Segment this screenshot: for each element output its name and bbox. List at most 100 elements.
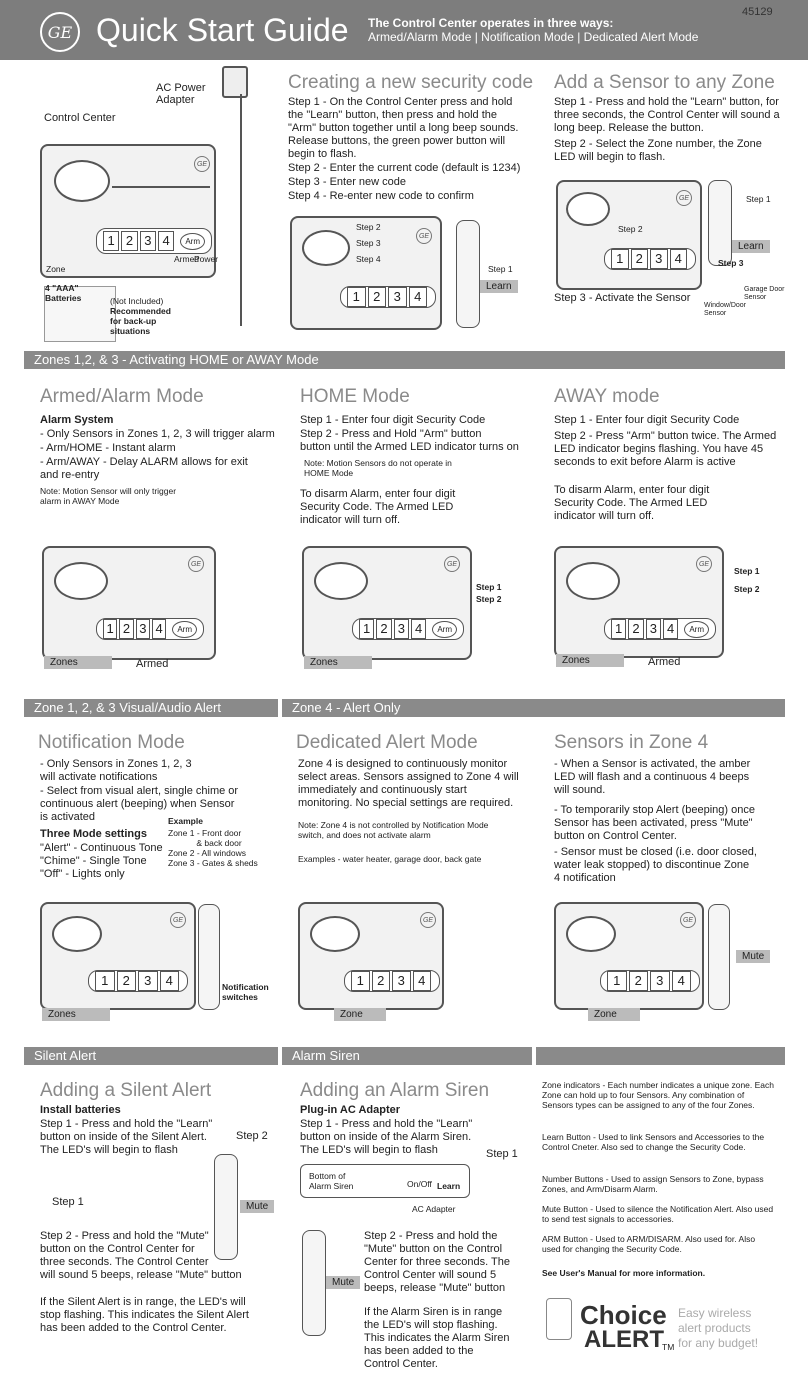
key-1: 1 [607,971,627,991]
zone4-item-3: - Sensor must be closed (i.e. door close… [554,846,757,884]
home-step2: Step 2 - Press and Hold "Arm" button but… [300,428,519,453]
key-1: 1 [347,287,366,307]
key-4: 4 [151,619,167,639]
speaker-icon [54,562,108,600]
keypad: 1 2 3 4 [604,248,696,270]
key-4: 4 [159,971,179,991]
speaker-icon [566,192,610,226]
zones-tag: Zones [44,656,112,669]
speaker-icon [302,230,350,266]
step2-label: Step 2 [236,1130,268,1142]
example-zone3: Zone 3 - Gates & sheds [168,858,258,868]
key-2: 2 [630,249,648,269]
key-3: 3 [139,231,156,251]
dedicated-mode-title: Dedicated Alert Mode [296,732,478,753]
ge-icon: GE [680,912,696,928]
mute-tag: Mute [326,1276,361,1289]
code-device-diagram: GE 1 2 3 4 Step 2 Step 3 Step 4 [290,216,442,330]
mode-chime: "Chime" - Single Tone [40,855,147,867]
product-number: 45129 [742,6,773,18]
key-1: 1 [359,619,375,639]
away-device: GE 1 2 3 4 Arm [554,546,724,658]
keypad: 1 2 3 4 [600,970,700,992]
add-sensor-step1: Step 1 - Press and hold the "Learn" butt… [554,96,780,134]
key-2: 2 [628,619,644,639]
brand-tagline: Easy wireless alert products for any bud… [678,1306,759,1350]
ge-icon: GE [420,912,436,928]
ac-adapter-label: AC Power Adapter [156,82,206,106]
arm-key: Arm [180,232,205,250]
learn-button-def: Learn Button - Used to link Sensors and … [542,1132,765,1152]
install-batteries-heading: Install batteries [40,1104,121,1116]
step4-label: Step 4 [356,254,381,264]
ge-icon: GE [194,156,210,172]
garage-sensor-label: Garage Door Sensor [744,286,785,301]
key-2: 2 [371,971,390,991]
page-title: Quick Start Guide [96,12,349,48]
plugin-heading: Plug-in AC Adapter [300,1104,401,1116]
notif-item-1: - Only Sensors in Zones 1, 2, 3 will act… [40,758,192,783]
step1-label: Step 1 [746,194,771,204]
keypad: 1 2 3 4 Arm [352,618,464,640]
key-4: 4 [662,619,679,639]
armed-tag: Armed [136,658,169,670]
step2-label: Step 2 [734,584,760,594]
zone-tag: Zone [588,1008,640,1021]
key-3: 3 [138,971,158,991]
brand-alert: ALERT [584,1326,664,1353]
ge-logo: GE [40,12,80,52]
key-2: 2 [376,619,392,639]
example-heading: Example [168,816,203,826]
notification-mode-title: Notification Mode [38,732,185,753]
home-note: Note: Motion Sensors do not operate in H… [304,458,452,478]
silent-step1: Step 1 - Press and hold the "Learn" butt… [40,1118,213,1156]
mute-tag: Mute [736,950,771,963]
subtitle-bold: The Control Center operates in three way… [368,16,614,30]
batteries-label: 4 "AAA" Batteries [45,283,82,303]
siren-remote [302,1230,326,1336]
siren-paragraph: If the Alarm Siren is in range the LED's… [364,1306,510,1370]
mode-alert: "Alert" - Continuous Tone [40,842,163,854]
step2-label: Step 2 [618,224,643,234]
key-3: 3 [650,971,670,991]
ge-icon: GE [444,556,460,572]
new-code-step1: Step 1 - On the Control Center press and… [288,96,519,160]
dedicated-device: GE 1 2 3 4 [298,902,444,1010]
key-2: 2 [119,619,134,639]
zones-tag: Zones [42,1008,110,1021]
three-mode-heading: Three Mode settings [40,828,147,840]
keypad: 1 2 3 4 [340,286,436,308]
away-mode-title: AWAY mode [554,386,660,407]
learn-tag: Learn [732,240,770,253]
key-1: 1 [611,619,627,639]
key-4: 4 [408,287,427,307]
home-device: GE 1 2 3 4 Arm [302,546,472,660]
siren-step2: Step 2 - Press and hold the "Mute" butto… [364,1230,510,1294]
ac-adapter-icon [222,66,248,98]
keypad: 1 2 3 4 Arm [96,228,212,254]
add-sensor-title: Add a Sensor to any Zone [554,72,775,93]
ge-icon: GE [170,912,186,928]
arm-button-def: ARM Button - Used to ARM/DISARM. Also us… [542,1234,756,1254]
armed-item-3: - Arm/AWAY - Delay ALARM allows for exit… [40,456,248,481]
zones-tag: Zones [304,656,372,669]
new-code-step2: Step 2 - Enter the current code (default… [288,162,521,174]
zone-tag: Zone [334,1008,386,1021]
mute-button-def: Mute Button - Used to silence the Notifi… [542,1204,774,1224]
zone4-remote [708,904,730,1010]
armed-item-2: - Arm/HOME - Instant alarm [40,442,176,454]
key-3: 3 [393,619,409,639]
not-included-label: (Not Included) [110,296,164,306]
divider-line [112,186,210,188]
dedicated-paragraph: Zone 4 is designed to continuously monit… [298,758,519,809]
key-3: 3 [650,249,668,269]
siren-bottom-diagram: Bottom of Alarm Siren On/Off Learn [300,1164,470,1198]
step1-label: Step 1 [476,582,502,592]
key-4: 4 [671,971,691,991]
section-bar-zone4: Zone 4 - Alert Only [282,699,785,717]
mute-tag: Mute [240,1200,275,1213]
power-label: Power [194,254,219,264]
siren-title: Adding an Alarm Siren [300,1080,490,1101]
speaker-icon [566,916,616,952]
zone4-item-1: - When a Sensor is activated, the amber … [554,758,751,796]
